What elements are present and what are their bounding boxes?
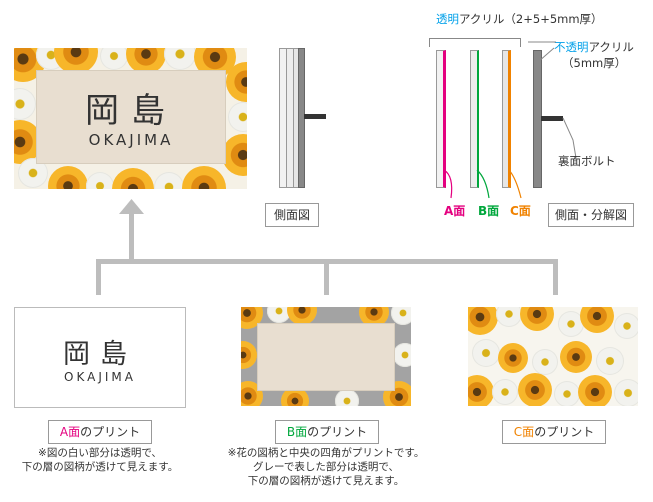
name-jp: 岡島 xyxy=(85,91,177,131)
bolt xyxy=(304,114,326,119)
up-arrow-icon xyxy=(119,199,144,214)
leader-b xyxy=(476,169,490,199)
print-suffix: のプリント xyxy=(80,425,141,439)
flower-graphic xyxy=(359,307,389,327)
exploded-view-label: 側面・分解図 xyxy=(548,203,634,227)
flower-graphic xyxy=(614,313,638,339)
clear-word: 透明 xyxy=(436,12,459,26)
name-en: OKAJIMA xyxy=(88,131,174,149)
print-b-panel xyxy=(241,307,411,406)
bracket xyxy=(429,38,521,47)
flower-graphic xyxy=(468,375,494,406)
connector-stem xyxy=(129,210,134,263)
note-b-line1: ※花の図柄と中央の四角がプリントです。 xyxy=(227,447,425,459)
flower-graphic xyxy=(228,102,247,132)
face-a-tag: A面 xyxy=(444,204,466,218)
flower-graphic xyxy=(614,379,638,406)
connector-drop-b xyxy=(324,259,329,295)
print-a-label: A面のプリント xyxy=(48,420,152,444)
flower-graphic xyxy=(86,172,114,189)
note-a-line1: ※図の白い部分は透明で、 xyxy=(38,447,162,459)
print-a-panel: 岡島 OKAJIMA xyxy=(14,307,186,408)
flower-graphic xyxy=(518,373,552,406)
note-b-line2: グレーで表した部分は透明で、 xyxy=(253,461,399,473)
side-view-label: 側面図 xyxy=(265,203,319,227)
side-view-diagram xyxy=(279,48,329,188)
bolt-leader xyxy=(562,117,577,159)
opaque-leader xyxy=(537,47,555,63)
note-a-line2: 下の層の図柄が透けて見えます。 xyxy=(21,461,179,473)
connector-drop-a xyxy=(96,259,101,295)
opaque-rest: アクリル xyxy=(588,40,634,54)
flower-graphic xyxy=(496,307,522,327)
note-a: ※図の白い部分は透明で、 下の層の図柄が透けて見えます。 xyxy=(0,446,200,474)
flower-graphic xyxy=(558,311,584,337)
flower-graphic xyxy=(596,347,624,375)
composite-nameplate: 岡島 OKAJIMA xyxy=(14,48,247,189)
flower-graphic xyxy=(226,62,247,102)
flower-graphic xyxy=(580,307,614,333)
flower-graphic xyxy=(112,168,154,189)
flower-graphic xyxy=(554,381,580,406)
center-paper xyxy=(257,323,395,391)
clear-acrylic-label: 透明アクリル（2+5+5mm厚） xyxy=(436,11,603,27)
print-suffix: のプリント xyxy=(307,425,368,439)
flower-graphic xyxy=(267,307,291,323)
flower-graphic xyxy=(520,307,554,331)
leader-c xyxy=(508,169,522,199)
name-en: OKAJIMA xyxy=(64,370,136,384)
name-jp: 岡島 xyxy=(63,339,137,370)
opaque-thickness-label: （5mm厚） xyxy=(562,56,627,70)
note-b: ※花の図柄と中央の四角がプリントです。 グレーで表した部分は透明で、 下の層の図… xyxy=(196,446,456,488)
leader-a xyxy=(443,169,453,199)
print-suffix: のプリント xyxy=(534,425,595,439)
face-c-word: C面 xyxy=(513,425,535,439)
flower-graphic xyxy=(391,307,411,325)
center-paper: 岡島 OKAJIMA xyxy=(36,70,226,164)
flower-graphic xyxy=(472,339,500,367)
flower-graphic xyxy=(393,343,411,367)
flower-graphic xyxy=(281,387,309,406)
layer-b-exploded xyxy=(470,50,479,188)
flower-graphic xyxy=(14,88,36,120)
flower-graphic xyxy=(100,48,128,70)
back-bolt-label: 裏面ボルト xyxy=(558,154,616,168)
flower-graphic xyxy=(532,349,558,375)
face-c-tag: C面 xyxy=(510,204,531,218)
flower-graphic xyxy=(492,379,518,405)
bolt-exploded xyxy=(541,116,563,121)
flower-graphic xyxy=(241,341,257,369)
opaque-word: 不透明 xyxy=(554,40,589,54)
face-b-word: B面 xyxy=(286,425,308,439)
print-c-label: C面のプリント xyxy=(502,420,606,444)
note-b-line3: 下の層の図柄が透けて見えます。 xyxy=(247,475,405,487)
connector-drop-c xyxy=(553,259,558,295)
print-c-panel xyxy=(468,307,638,406)
flower-graphic xyxy=(335,389,359,406)
flower-graphic xyxy=(182,166,226,189)
opaque-acrylic-label: 不透明アクリル xyxy=(554,39,634,55)
face-b-tag: B面 xyxy=(478,204,500,218)
layer-a-exploded xyxy=(436,50,446,188)
print-b-label: B面のプリント xyxy=(275,420,379,444)
face-a-word: A面 xyxy=(59,425,81,439)
flower-graphic xyxy=(48,166,88,189)
flower-graphic xyxy=(498,343,528,373)
layer-c-exploded xyxy=(502,50,511,188)
flower-graphic xyxy=(578,375,612,406)
flower-graphic xyxy=(164,48,196,70)
flower-graphic xyxy=(154,172,184,189)
flower-graphic xyxy=(560,341,592,373)
flower-graphic xyxy=(468,307,498,335)
flower-graphic xyxy=(287,307,317,325)
clear-rest: アクリル（2+5+5mm厚） xyxy=(459,12,603,26)
